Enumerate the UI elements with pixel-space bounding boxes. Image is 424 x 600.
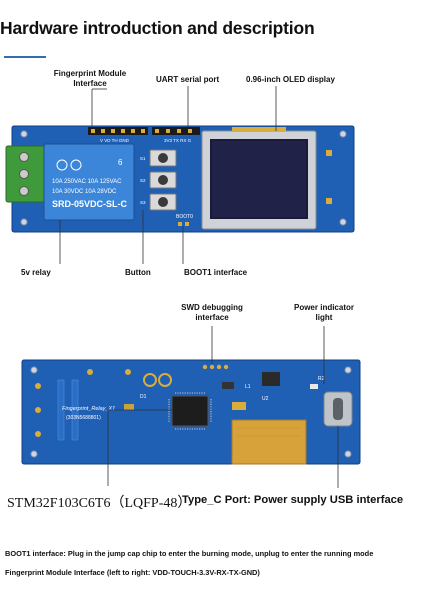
header-pin <box>166 129 170 133</box>
pad <box>35 431 41 437</box>
regulator <box>262 372 280 386</box>
swd-pad <box>209 364 215 370</box>
back-d1: D1 <box>140 394 147 400</box>
mount-hole <box>339 130 347 138</box>
title-underline <box>4 56 46 58</box>
pad <box>326 150 332 156</box>
pin-header-silkscreen: V VD TH GND <box>100 138 130 143</box>
relay-spec-line2: 10A 30VDC 10A 28VDC <box>52 189 117 195</box>
btn3-mark: S3 <box>140 200 146 205</box>
oled-label: 0.96-inch OLED display <box>246 75 335 84</box>
uart-silkscreen: 3V3 TX RX G <box>164 138 192 143</box>
pad <box>87 369 93 375</box>
header-pin <box>131 129 135 133</box>
header-pin <box>141 129 145 133</box>
trace <box>71 379 79 441</box>
pad <box>326 198 332 204</box>
swd-pad <box>216 364 222 370</box>
top-leaders <box>59 86 277 264</box>
mount-hole <box>339 218 347 226</box>
mount-hole <box>20 218 28 226</box>
pad <box>143 373 157 387</box>
btn1-mark: S1 <box>140 156 146 161</box>
trace <box>57 379 65 441</box>
pad <box>158 373 172 387</box>
uart-label: UART serial port <box>156 75 220 84</box>
fingerprint-note: Fingerprint Module Interface (left to ri… <box>5 568 260 577</box>
swd-pad <box>202 364 208 370</box>
header-pin <box>101 129 105 133</box>
btn2-mark: S2 <box>140 178 146 183</box>
mount-hole <box>344 366 352 374</box>
component <box>124 404 134 410</box>
button-cap <box>158 153 168 163</box>
mount-hole <box>344 450 352 458</box>
button-group: S1 S2 S3 <box>140 149 177 211</box>
leader-chip <box>107 409 172 486</box>
mount-hole <box>30 366 38 374</box>
back-board-date: (303N5688801) <box>66 415 101 421</box>
back-r2: R2 <box>318 376 325 382</box>
boot-pin <box>185 222 189 226</box>
header-pin <box>188 129 192 133</box>
relay-model: SRD-05VDC-SL-C <box>52 199 128 209</box>
front-board: 10A 250VAC 10A 125VAC 10A 30VDC 10A 28VD… <box>5 125 355 233</box>
led <box>310 384 318 389</box>
back-u2: U2 <box>262 396 269 402</box>
button-cap <box>158 197 168 207</box>
pad <box>35 383 41 389</box>
fingerprint-pin-header <box>88 127 148 135</box>
terminal-screw <box>19 169 29 179</box>
swd-pad <box>223 364 229 370</box>
relay-spec-line1: 10A 250VAC 10A 125VAC <box>52 179 122 185</box>
page-title: Hardware introduction and description <box>0 18 315 38</box>
button-label: Button <box>125 268 151 277</box>
back-board: Fingerprint_Relay_X1 (303N5688801) D1 L1… <box>21 359 361 465</box>
relay-label: 5v relay <box>21 268 51 277</box>
component <box>232 402 246 410</box>
boot-pin <box>178 222 182 226</box>
mcu-chip <box>171 395 209 427</box>
terminal-screw <box>19 186 29 196</box>
mount-hole <box>20 130 28 138</box>
mount-hole <box>30 450 38 458</box>
header-pin <box>121 129 125 133</box>
oled-glass <box>212 141 306 217</box>
swd-label: SWD debugging interface <box>181 303 243 322</box>
relay-cert-icon <box>56 159 68 171</box>
chip-label: STM32F103C6T6（LQFP-48） <box>7 496 192 511</box>
back-board-name: Fingerprint_Relay_X1 <box>62 406 115 412</box>
relay-number: 6 <box>118 158 123 167</box>
back-l1: L1 <box>245 384 251 390</box>
terminal-screw <box>19 152 29 162</box>
header-pin <box>111 129 115 133</box>
typec-port-icon <box>333 398 343 420</box>
pad <box>35 407 41 413</box>
header-pin <box>91 129 95 133</box>
typec-label: Type_C Port: Power supply USB interface <box>182 494 404 506</box>
bottom-leaders <box>107 326 339 488</box>
uart-pin-header <box>152 127 200 135</box>
oled-pins <box>232 127 286 131</box>
header-pin <box>177 129 181 133</box>
header-pin <box>155 129 159 133</box>
pad <box>125 369 131 375</box>
oled-flex <box>231 419 307 465</box>
relay-cert-icon <box>70 159 82 171</box>
boot1-note: BOOT1 interface: Plug in the jump cap ch… <box>5 549 374 558</box>
boot-silkscreen: BOOT0 <box>176 214 193 220</box>
component <box>222 382 234 389</box>
boot1-label: BOOT1 interface <box>184 268 248 277</box>
power-indicator-label: Power indicator light <box>293 303 354 322</box>
fingerprint-interface-label: Fingerprint Module Interface <box>53 69 127 88</box>
button-cap <box>158 175 168 185</box>
